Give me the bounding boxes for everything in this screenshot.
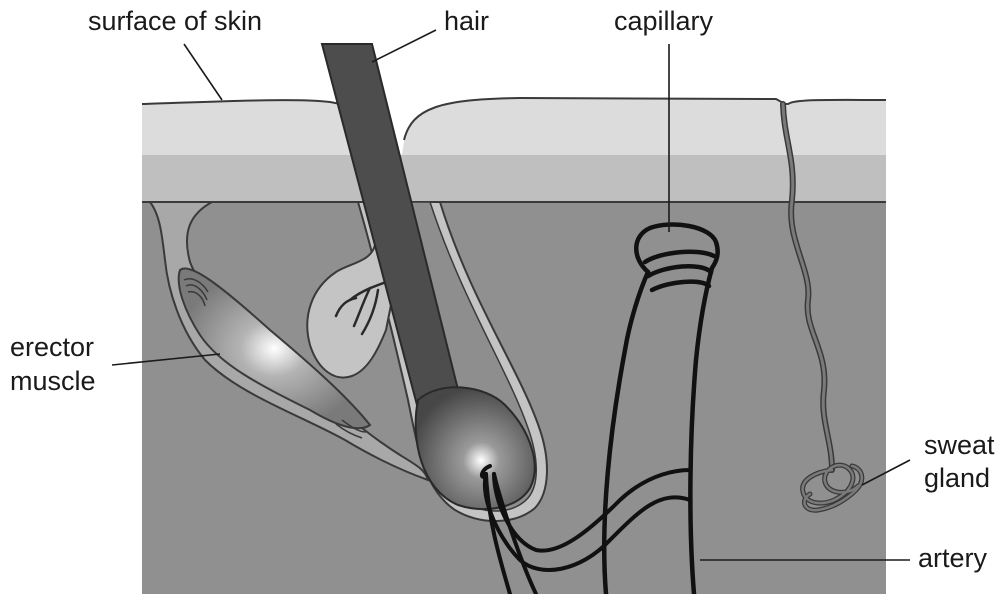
sweat-gland-label-line1: sweat [924,430,995,461]
epidermis-upper-band [142,98,886,155]
erector-muscle-label-line2: muscle [10,366,96,397]
erector-muscle-label-line1: erector [10,332,94,363]
artery-label: artery [918,543,987,574]
surface-leader-line [184,44,222,100]
surface-of-skin-label: surface of skin [88,6,262,37]
sweat-gland-label-line2: gland [924,463,990,494]
epidermis-lower-band [142,155,886,202]
hair-label: hair [444,6,489,37]
hair-leader-line [372,30,436,62]
capillary-label: capillary [614,6,713,37]
